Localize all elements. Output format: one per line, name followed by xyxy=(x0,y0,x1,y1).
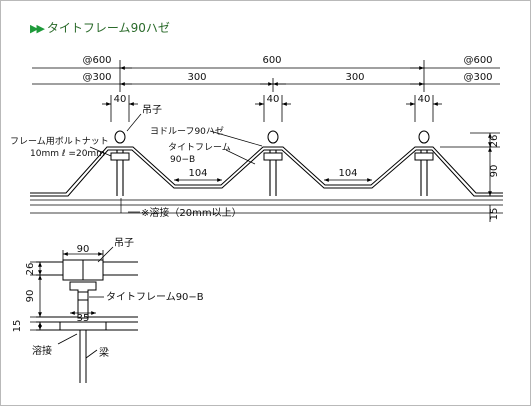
detail-label-beam: 梁 xyxy=(99,346,109,359)
width-40-dimensions xyxy=(102,95,442,122)
dim-gap-104-a: 104 xyxy=(188,168,207,179)
dim-gap-104-b: 104 xyxy=(338,168,357,179)
dim-span-600: 600 xyxy=(262,55,281,66)
label-tight-frame-line2: 90−B xyxy=(170,155,195,165)
dim-height-15: 15 xyxy=(489,208,500,221)
detail-height-26: 26 xyxy=(25,263,36,276)
figure-title: ▶▶タイトフレーム90ハゼ xyxy=(30,19,170,36)
hangers xyxy=(110,130,434,161)
dim-height-90: 90 xyxy=(489,165,500,178)
label-weld-note: ※溶接（20mm以上） xyxy=(141,206,242,219)
detail-label-hanger: 吊子 xyxy=(114,237,134,249)
roof-profile xyxy=(30,146,503,197)
detail-drawing xyxy=(36,259,138,383)
label-frame-bolt-line2: 10mm ℓ =20mm xyxy=(30,149,105,159)
beam-lines xyxy=(30,199,503,214)
dim-span-300-b: 300 xyxy=(345,72,364,83)
dim-pitch-600-left: @600 xyxy=(82,55,111,66)
label-leaders xyxy=(89,113,263,213)
label-tight-frame-line1: タイトフレーム xyxy=(168,142,231,153)
label-frame-bolt-line1: フレーム用ボルトナット xyxy=(10,136,109,147)
title-text: タイトフレーム90ハゼ xyxy=(46,21,170,35)
detail-dimensions xyxy=(30,246,114,359)
dim-width-40-c: 40 xyxy=(418,94,431,105)
dim-width-40-a: 40 xyxy=(114,94,127,105)
detail-width-35: 35 xyxy=(77,313,90,324)
dim-width-40-b: 40 xyxy=(267,94,280,105)
detail-height-90: 90 xyxy=(25,290,36,303)
top-dimension-lines xyxy=(32,60,500,92)
dim-height-26: 26 xyxy=(489,135,500,148)
detail-label-tight-frame: タイトフレーム90−B xyxy=(106,291,204,303)
detail-width-90: 90 xyxy=(77,244,90,255)
title-arrow-icon: ▶▶ xyxy=(30,22,45,35)
dim-pitch-300-left: @300 xyxy=(82,72,111,83)
dim-pitch-600-right: @600 xyxy=(463,55,492,66)
label-roof-name: ヨドルーフ90ハゼ xyxy=(150,125,224,137)
label-hanger: 吊子 xyxy=(142,104,162,116)
dim-span-300-a: 300 xyxy=(187,72,206,83)
height-dimensions xyxy=(440,132,500,222)
dim-pitch-300-right: @300 xyxy=(463,72,492,83)
detail-height-15: 15 xyxy=(12,320,23,333)
detail-label-weld: 溶接 xyxy=(32,344,52,357)
